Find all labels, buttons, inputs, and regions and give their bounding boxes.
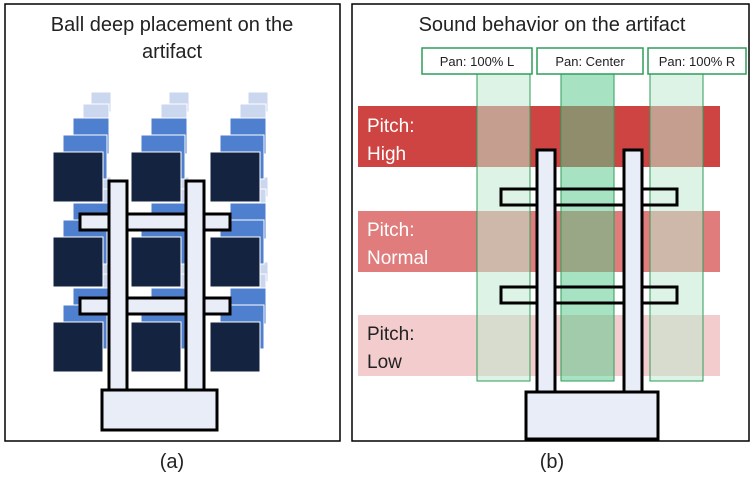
pillar-b-left bbox=[535, 148, 557, 395]
pan-label-box-left bbox=[421, 47, 533, 75]
pan-label-box-right bbox=[647, 47, 747, 75]
panel-a-title-line1: Ball deep placement on the bbox=[51, 14, 293, 36]
pan-label-box-center bbox=[536, 47, 644, 75]
front-ball bbox=[130, 151, 182, 203]
pitch-normal-label-line1: Pitch: bbox=[367, 220, 415, 241]
front-ball bbox=[209, 236, 261, 288]
base-b bbox=[524, 390, 660, 441]
crossbar-b-upper bbox=[499, 187, 679, 207]
front-ball bbox=[209, 151, 261, 203]
artifact-frame-a bbox=[78, 179, 232, 432]
pan-label-center: Pan: Center bbox=[555, 54, 625, 69]
pitch-normal-label-line2: Normal bbox=[367, 248, 428, 269]
pitch-low-label-line1: Pitch: bbox=[367, 324, 415, 345]
pillar-left bbox=[107, 179, 129, 393]
pan-column-center bbox=[560, 67, 615, 382]
pitch-low-label-line2: Low bbox=[367, 352, 402, 373]
panel-b: Sound behavior on the artifact Pan: 100%… bbox=[351, 3, 750, 442]
caption-a: (a) bbox=[160, 451, 184, 473]
front-ball bbox=[52, 236, 104, 288]
front-ball bbox=[209, 321, 261, 373]
pan-column-right bbox=[649, 67, 704, 382]
pan-label-right: Pan: 100% R bbox=[659, 54, 736, 69]
front-ball bbox=[130, 321, 182, 373]
pillar-right bbox=[184, 179, 206, 393]
front-ball bbox=[52, 151, 104, 203]
pillar-b-right bbox=[622, 148, 644, 395]
panel-a-title-line2: artifact bbox=[142, 41, 202, 63]
pan-column-left bbox=[476, 67, 531, 382]
crossbar-b-lower bbox=[499, 285, 679, 305]
pitch-high-label-line1: Pitch: bbox=[367, 116, 415, 137]
crossbar-lower bbox=[78, 296, 232, 316]
caption-b: (b) bbox=[540, 451, 564, 473]
front-ball bbox=[52, 321, 104, 373]
panel-b-title: Sound behavior on the artifact bbox=[419, 14, 686, 36]
crossbar-upper bbox=[78, 212, 232, 232]
front-layer-balls bbox=[52, 151, 261, 373]
pitch-high-label-line2: High bbox=[367, 144, 406, 165]
pan-label-left: Pan: 100% L bbox=[440, 54, 514, 69]
front-ball bbox=[130, 236, 182, 288]
artifact-frame-b bbox=[499, 148, 679, 441]
panel-a: Ball deep placement on the artifact bbox=[4, 3, 341, 442]
base bbox=[100, 388, 219, 432]
